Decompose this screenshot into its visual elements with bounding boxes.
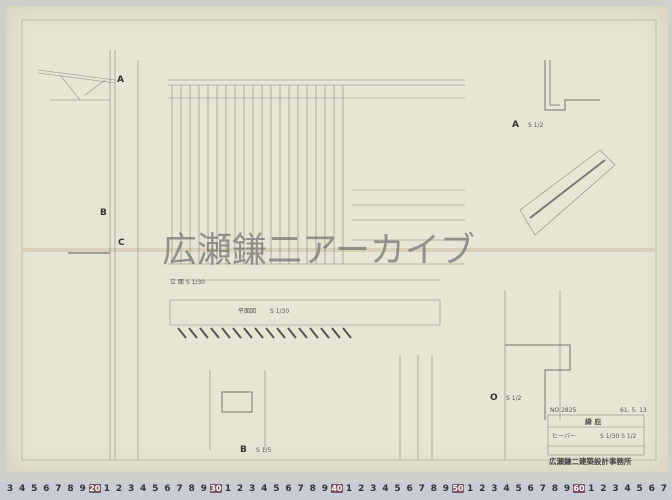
ruler-tick-label: 6 [648,484,655,494]
ruler-tick-label: 8 [430,484,437,494]
ruler-tick-label: 6 [285,484,292,494]
ruler-tick-label: 8 [67,484,74,494]
ruler-tick-label: 6 [527,484,534,494]
ruler-tick-label: 4 [261,484,268,494]
ruler-tick-label: 9 [442,484,450,494]
ruler-tick-label: 7 [176,484,183,494]
ruler-tick-label: 6 [164,484,171,494]
ruler-tick-label: 3 [6,484,14,494]
ruler-tick-label: 1 [467,484,474,494]
hatch-mark [210,327,220,339]
ruler-tick-label: 8 [551,484,559,494]
ruler-tick-label: 5 [394,484,401,494]
ruler-tick-label: 7 [55,484,62,494]
ruler-tick-label: 3 [127,484,135,494]
ruler-tick-label: 5 [152,484,159,494]
hatch-mark [320,327,330,339]
hatch-mark [221,327,231,339]
ruler-tick-label: 7 [660,484,668,494]
hatch-mark [254,327,264,339]
hatch-mark [188,327,198,339]
ruler-tick-label: 20 [88,484,101,493]
hatch-mark [243,327,253,339]
drawing-subtitle: ヒーバー [552,433,576,440]
ruler-tick-label: 4 [624,484,631,494]
hatch-mark [265,327,275,339]
ruler-tick-label: 5 [31,484,38,494]
detail-b-scale: S 1/5 [256,447,272,454]
hatch-mark [287,327,297,339]
ruler-tick-label: 9 [563,484,571,494]
ruler-tick-label: 2 [236,484,244,494]
hatch-mark [298,327,308,339]
drawing-number: NO 2825 [550,407,577,414]
section-label-a: A [117,75,124,85]
detail-b-label: B [240,445,247,455]
ruler-tick-label: 60 [573,484,586,493]
hatch-mark [199,327,209,339]
section-label-b: B [100,208,107,218]
detail-o-scale: S 1/2 [506,395,522,402]
architectural-drawing: A B C A B O S 1/2 S 1/5 S 1/2 立 面 S 1/30… [21,19,657,466]
drawing-date: 61. 5. 13 [620,407,647,414]
hatch-mark [232,327,242,339]
hatch-mark [177,327,187,339]
plan-scale: S 1/30 [270,308,289,315]
ruler-tick-label: 7 [297,484,304,494]
watermark: 広瀬鎌二アーカイブ [162,231,475,271]
ruler-tick-label: 3 [370,484,377,494]
drawing-scales: S 1/30 S 1/2 [600,433,637,440]
ruler-tick-label: 2 [115,484,123,494]
ruler-tick-label: 5 [273,484,280,494]
hatch-mark [309,327,319,339]
ruler-tick-label: 4 [18,484,26,494]
elevation-label: 立 面 S 1/30 [170,278,205,286]
plan-label: 平面図 [238,308,256,315]
drawing-title: 縁 庇 [585,417,601,426]
ruler-tick-label: 5 [636,484,643,494]
ruler-tick-label: 4 [140,484,147,494]
ruler-tick-label: 4 [382,484,389,494]
ruler-tick-label: 8 [309,484,316,494]
ruler-tick-label: 9 [200,484,207,494]
office-name: 広瀬鎌二建築設計事務所 [549,456,632,466]
detail-a-label: A [512,120,519,130]
ruler-tick-label: 1 [588,484,595,494]
detail-a-scale: S 1/2 [528,122,544,129]
ruler-tick-label: 1 [224,484,232,494]
ruler-tick-label: 6 [43,484,50,494]
ruler-tick-label: 3 [491,484,498,494]
ruler-tick-label: 1 [345,484,353,494]
ruler-tick-label: 3 [612,484,619,494]
ruler-tick-label: 9 [79,484,86,494]
sheet-border [21,19,657,461]
ruler-tick-label: 5 [515,484,522,494]
detail-o-label: O [490,393,498,403]
ruler-tick-label: 50 [452,484,465,493]
ruler-tick-label: 2 [358,484,365,494]
ruler-tick-label: 1 [103,484,110,494]
ruler-tick-label: 2 [600,484,607,494]
ruler-tick-label: 7 [539,484,546,494]
ruler-tick-label: 6 [406,484,413,494]
hatch-mark [342,327,352,339]
ruler-tick-label: 8 [188,484,195,494]
ruler-tick-label: 2 [479,484,486,494]
hatch-mark [331,327,341,339]
ruler-tick-label: 4 [503,484,510,494]
ruler-tick-label: 3 [249,484,256,494]
ruler-tick-label: 7 [418,484,425,494]
section-label-c: C [118,238,125,248]
ruler-tick-label: 40 [330,484,343,493]
hatch-mark [276,327,286,339]
ruler-tick-label: 9 [321,484,328,494]
drawing-sheet: A B C A B O S 1/2 S 1/5 S 1/2 立 面 S 1/30… [6,6,668,472]
ruler-tick-label: 30 [209,484,222,493]
